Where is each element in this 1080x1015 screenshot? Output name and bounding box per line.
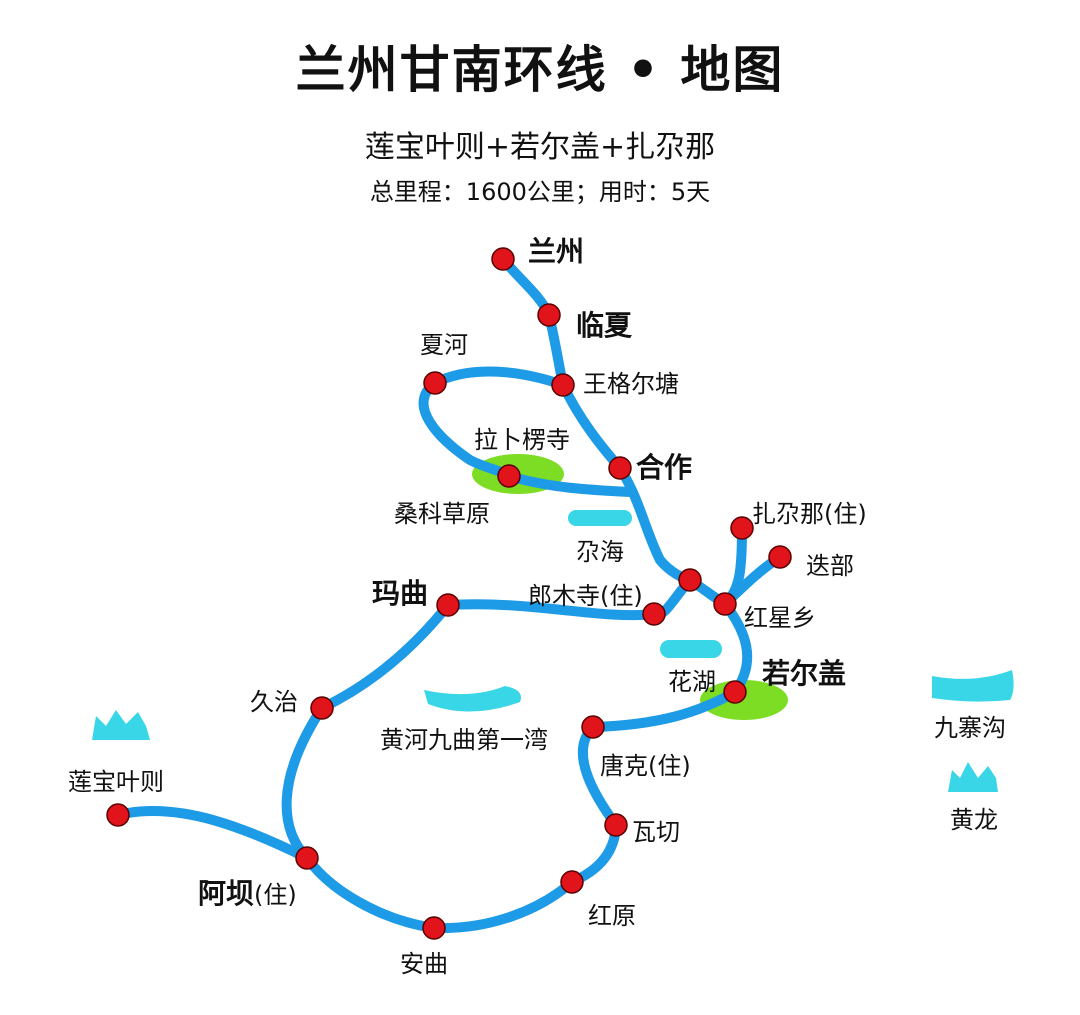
stop-label-tangke: 唐克(住) <box>600 752 691 780</box>
stop-marker-maqu <box>436 593 460 617</box>
route-xiahe-loop <box>418 366 568 481</box>
stop-label-aba-name: 阿坝 <box>198 877 255 910</box>
stop-label-hongxingxiang: 红星乡 <box>744 604 816 632</box>
stop-marker-langmusi-north <box>678 568 702 592</box>
stop-label-aba: 阿坝(住) <box>198 872 297 912</box>
route-subtitle: 莲宝叶则+若尔盖+扎尕那 <box>364 130 716 165</box>
legend-label-huanglong: 黄龙 <box>950 806 998 834</box>
stop-label-zhagana: 扎尕那(住) <box>752 500 867 528</box>
stop-label-jiuzhi: 久治 <box>250 688 298 716</box>
stop-label-ruoergai: 若尔盖 <box>762 657 847 690</box>
huanghe-bend-water <box>424 686 521 712</box>
stop-label-diebu: 迭部 <box>806 552 854 580</box>
huahu-lake <box>660 640 722 658</box>
stop-label-langmusi: 郎木寺(住) <box>528 582 643 610</box>
stop-marker-langmusi <box>642 602 666 626</box>
stop-marker-hongyuan <box>560 870 584 894</box>
stop-label-huahu: 花湖 <box>668 668 716 696</box>
stop-label-maqu: 玛曲 <box>372 577 429 610</box>
stop-marker-diebu <box>768 545 792 569</box>
page-title: 兰州甘南环线 • 地图 <box>295 41 785 99</box>
jiuzhaigou-lake-icon <box>932 670 1014 702</box>
route-lanzhou-hezuo <box>498 254 625 473</box>
route-jiuzhi-maqu <box>317 600 453 713</box>
route-langmu-maqu <box>443 575 695 621</box>
stop-marker-jiuzhi <box>310 696 334 720</box>
stop-label-sangke: 桑科草原 <box>394 500 490 528</box>
stop-marker-anqu <box>422 916 446 940</box>
huanglong-mountain-icon <box>948 762 998 792</box>
route-stats: 总里程：1600公里；用时：5天 <box>369 178 711 206</box>
stop-label-labulengsi: 拉卜楞寺 <box>474 426 570 454</box>
stop-marker-zhagana <box>730 516 754 540</box>
route-anqu-aba <box>302 853 439 933</box>
stop-label-hezuo: 合作 <box>636 451 693 484</box>
ruoergai-grassland-area <box>700 680 788 720</box>
lianbao-mountain-icon <box>92 710 150 740</box>
stop-label-xiahe: 夏河 <box>420 331 468 359</box>
stop-marker-tangke <box>581 715 605 739</box>
gahai-lake <box>568 510 632 526</box>
stop-label-lianbao: 莲宝叶则 <box>68 768 164 796</box>
stop-marker-lianbao <box>106 803 130 827</box>
route-sangke-to-main <box>504 471 635 497</box>
stop-label-gahai: 尕海 <box>576 538 624 566</box>
stop-label-lanzhou: 兰州 <box>528 235 585 268</box>
stop-marker-linxia <box>537 303 561 327</box>
stop-label-aba-note: (住) <box>254 881 297 909</box>
stop-marker-xiahe <box>423 371 447 395</box>
stop-label-wanggeertang: 王格尔塘 <box>583 370 679 398</box>
stop-label-linxia: 临夏 <box>576 309 633 342</box>
stop-marker-sangke <box>497 464 521 488</box>
stop-marker-lanzhou <box>491 247 515 271</box>
stop-marker-hongxingxiang <box>713 592 737 616</box>
stop-marker-ruoergai <box>723 680 747 704</box>
stop-marker-wanggeertang <box>551 373 575 397</box>
stop-label-waqie: 瓦切 <box>632 818 680 846</box>
route-lianbao-aba <box>113 806 312 863</box>
stop-marker-aba <box>295 846 319 870</box>
stop-label-anqu: 安曲 <box>400 950 448 978</box>
route-aba-jiuzhi <box>281 703 327 863</box>
legend-label-jiuzhaigou: 九寨沟 <box>934 714 1006 742</box>
stop-marker-hezuo <box>608 456 632 480</box>
route-ruoergai-tangke <box>588 687 740 732</box>
stop-label-hongyuan: 红原 <box>588 902 636 930</box>
stop-label-huanghe-wan: 黄河九曲第一湾 <box>380 726 548 754</box>
stop-marker-waqie <box>604 813 628 837</box>
route-hongyuan-anqu <box>429 877 577 934</box>
